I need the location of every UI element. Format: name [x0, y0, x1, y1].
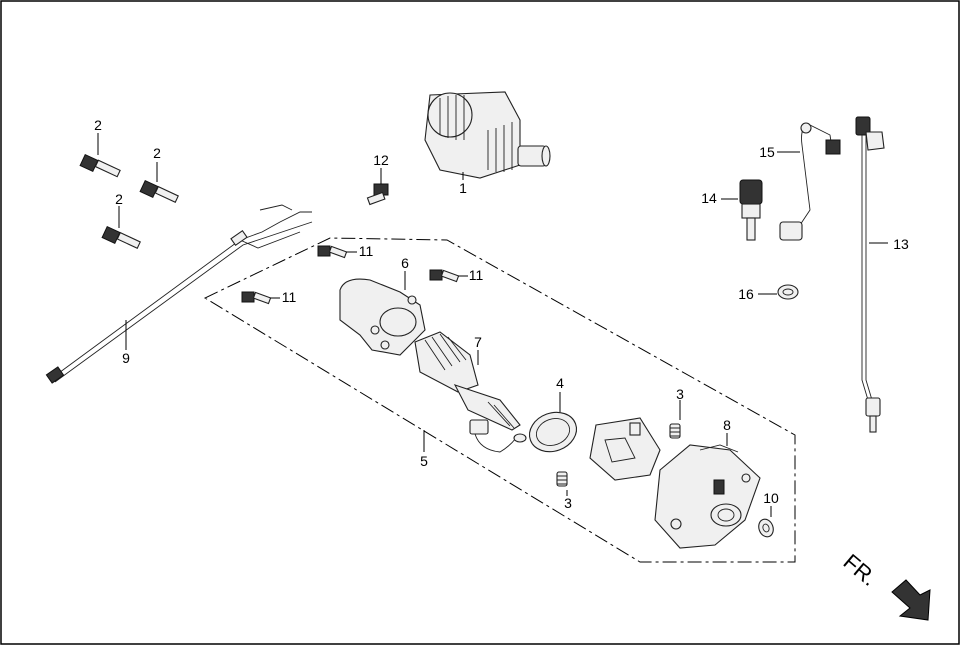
- brush-holder-part: [589, 417, 661, 481]
- washer-16-part: [777, 284, 799, 300]
- callout-2a: 2: [94, 117, 102, 133]
- washer-10-part: [758, 518, 774, 538]
- callout-16: 16: [738, 286, 754, 302]
- bolt-2c: [101, 225, 141, 250]
- bolt-11c: [241, 291, 272, 305]
- callout-5: 5: [420, 453, 428, 469]
- callout-1: 1: [459, 180, 467, 196]
- bolt-11a: [317, 245, 348, 259]
- bolt-2b: [139, 179, 179, 204]
- callout-13: 13: [893, 236, 909, 252]
- callout-14: 14: [701, 190, 717, 206]
- callout-11b: 11: [469, 267, 484, 283]
- temperature-sensor-part: [739, 179, 763, 241]
- callout-11c: 11: [282, 289, 297, 305]
- callout-11a: 11: [359, 243, 374, 259]
- callout-2c: 2: [115, 191, 123, 207]
- callout-6: 6: [401, 255, 409, 271]
- callout-9: 9: [122, 350, 130, 366]
- callout-12: 12: [373, 152, 389, 168]
- callout-3b: 3: [564, 495, 572, 511]
- callout-10: 10: [763, 490, 779, 506]
- armature-part: [414, 331, 521, 431]
- oxygen-sensor-13-part: [855, 116, 885, 433]
- wire-harness-15-part: [779, 122, 841, 241]
- starter-cable-part: [45, 204, 313, 384]
- starter-clutch-part: [424, 91, 551, 179]
- bolt-12: [366, 183, 389, 206]
- callout-2b: 2: [153, 145, 161, 161]
- callout-7: 7: [474, 334, 482, 350]
- callout-15: 15: [759, 144, 775, 160]
- brush-terminal-part: [469, 419, 527, 453]
- callout-8: 8: [723, 417, 731, 433]
- front-direction-arrow-icon: [891, 579, 931, 621]
- starter-motor-assembly-boundary: [203, 237, 796, 563]
- o-ring-part: [528, 411, 578, 453]
- front-direction-label: FR.: [839, 549, 882, 591]
- rear-cover-part: [654, 444, 761, 549]
- spring-3b-part: [556, 471, 568, 487]
- callout-3a: 3: [676, 386, 684, 402]
- bolt-11b: [429, 269, 460, 283]
- callout-4: 4: [556, 375, 564, 391]
- spring-3a-part: [669, 423, 681, 439]
- bolt-2a: [79, 153, 121, 178]
- front-cover-part: [339, 278, 426, 356]
